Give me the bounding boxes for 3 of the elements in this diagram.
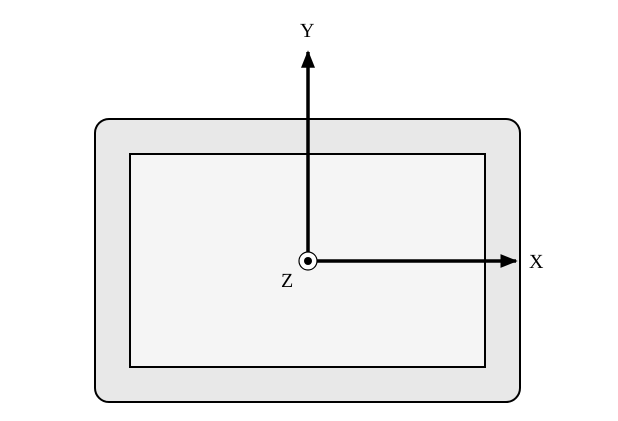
- axis-label: X: [529, 252, 544, 272]
- axis-label: Z: [281, 271, 294, 291]
- axis-label: Y: [300, 21, 314, 41]
